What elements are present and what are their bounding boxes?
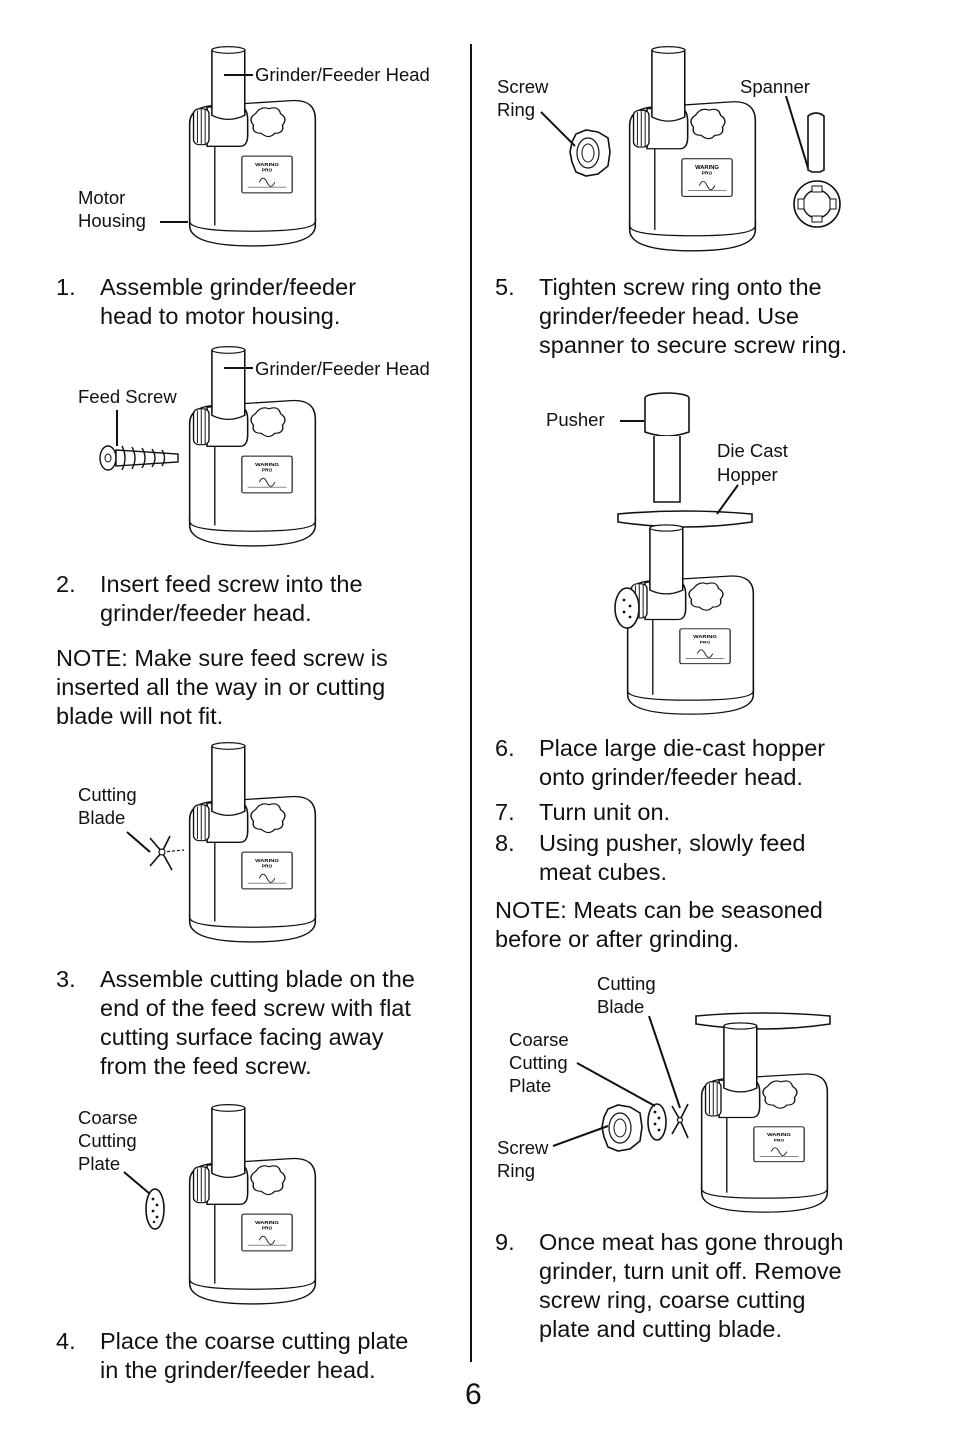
step-text-line1: Assemble cutting blade on the [100, 966, 415, 992]
spanner-illustration [790, 110, 856, 250]
step-number: 5. [495, 274, 515, 300]
note-line2: before or after grinding. [495, 926, 740, 952]
hopper-illustration [614, 508, 756, 532]
cutting-blade-label-line1: Cutting [78, 784, 137, 805]
step-number: 4. [56, 1328, 76, 1354]
column-divider [470, 44, 472, 1362]
step-number: 7. [495, 799, 515, 825]
step-text-line1: Using pusher, slowly feed [539, 830, 806, 856]
step-number: 8. [495, 830, 515, 856]
step-text-line1: Assemble grinder/feeder [100, 274, 357, 300]
step-text-line3: cutting surface facing away [100, 1024, 384, 1050]
note-feed-screw: NOTE: Make sure feed screw is inserted a… [56, 644, 461, 731]
note-line1: NOTE: Meats can be seasoned [495, 897, 823, 923]
hopper-label-line2: Hopper [717, 464, 778, 485]
fig6-attached-plate [612, 584, 642, 632]
coarse-plate-label-line2: Cutting [78, 1130, 137, 1151]
note-line2: inserted all the way in or cutting [56, 674, 386, 700]
cutting-blade-illustration [140, 830, 186, 876]
step-text-line2: onto grinder/feeder head. [539, 764, 803, 790]
step-text-line3: spanner to secure screw ring. [539, 332, 848, 358]
feed-screw-illustration [98, 438, 184, 474]
step-text-line2: meat cubes. [539, 859, 668, 885]
grinder-head-label: Grinder/Feeder Head [255, 358, 430, 379]
step-text-line2: end of the feed screw with flat [100, 995, 411, 1021]
step-text-line1: Place the coarse cutting plate [100, 1328, 409, 1354]
hopper-label-line1: Die Cast [717, 440, 788, 461]
step-text-line1: Once meat has gone through [539, 1229, 844, 1255]
step-text-line4: from the feed screw. [100, 1053, 312, 1079]
coarse-plate-label-line3: Plate [509, 1075, 552, 1096]
step-text-line2: in the grinder/feeder head. [100, 1357, 376, 1383]
step-text-line1: Insert feed screw into the [100, 571, 363, 597]
step-text-line1: Tighten screw ring onto the [539, 274, 822, 300]
step-text-line2: grinder, turn unit off. Remove [539, 1258, 842, 1284]
coarse-plate-label-line2: Cutting [509, 1052, 568, 1073]
step-number: 2. [56, 571, 76, 597]
pusher-label: Pusher [546, 409, 605, 430]
cutting-blade-label-line2: Blade [78, 807, 126, 828]
coarse-plate-label-line1: Coarse [78, 1107, 138, 1128]
page-number: 6 [465, 1378, 482, 1411]
step-text-line4: plate and cutting blade. [539, 1316, 783, 1342]
step-text-line2: head to motor housing. [100, 303, 341, 329]
coarse-plate-illustration [140, 1185, 170, 1233]
step-number: 9. [495, 1229, 515, 1255]
motor-housing-label-line1: Motor [78, 187, 126, 208]
cutting-blade-label-line2: Blade [597, 996, 645, 1017]
screw-ring-illustration [600, 1103, 644, 1153]
screw-ring-illustration [568, 128, 612, 178]
coarse-plate-label-line3: Plate [78, 1153, 121, 1174]
cutting-blade-illustration [666, 1100, 696, 1140]
screw-ring-label-line2: Ring [497, 99, 536, 120]
screw-ring-label-line1: Screw [497, 76, 549, 97]
step-text-line3: screw ring, coarse cutting [539, 1287, 806, 1313]
step-text-line1: Place large die-cast hopper [539, 735, 826, 761]
cutting-blade-label-line1: Cutting [597, 973, 656, 994]
motor-housing-label-line2: Housing [78, 210, 146, 231]
screw-ring-label-line2: Ring [497, 1160, 536, 1181]
spanner-label: Spanner [740, 76, 810, 97]
coarse-plate-illustration [642, 1100, 672, 1144]
pusher-illustration [642, 392, 692, 504]
screw-ring-label-line1: Screw [497, 1137, 549, 1158]
step-number: 1. [56, 274, 76, 300]
step-number: 6. [495, 735, 515, 761]
step-number: 3. [56, 966, 76, 992]
step-text-line2: grinder/feeder head. Use [539, 303, 799, 329]
step-text-line1: Turn unit on. [539, 799, 671, 825]
note-seasoning: NOTE: Meats can be seasoned before or af… [495, 896, 915, 954]
step-text-line2: grinder/feeder head. [100, 600, 312, 626]
grinder-head-label: Grinder/Feeder Head [255, 64, 430, 85]
note-line1: NOTE: Make sure feed screw is [56, 645, 388, 671]
feed-screw-label: Feed Screw [78, 386, 177, 407]
note-line3: blade will not fit. [56, 703, 224, 729]
coarse-plate-label-line1: Coarse [509, 1029, 569, 1050]
